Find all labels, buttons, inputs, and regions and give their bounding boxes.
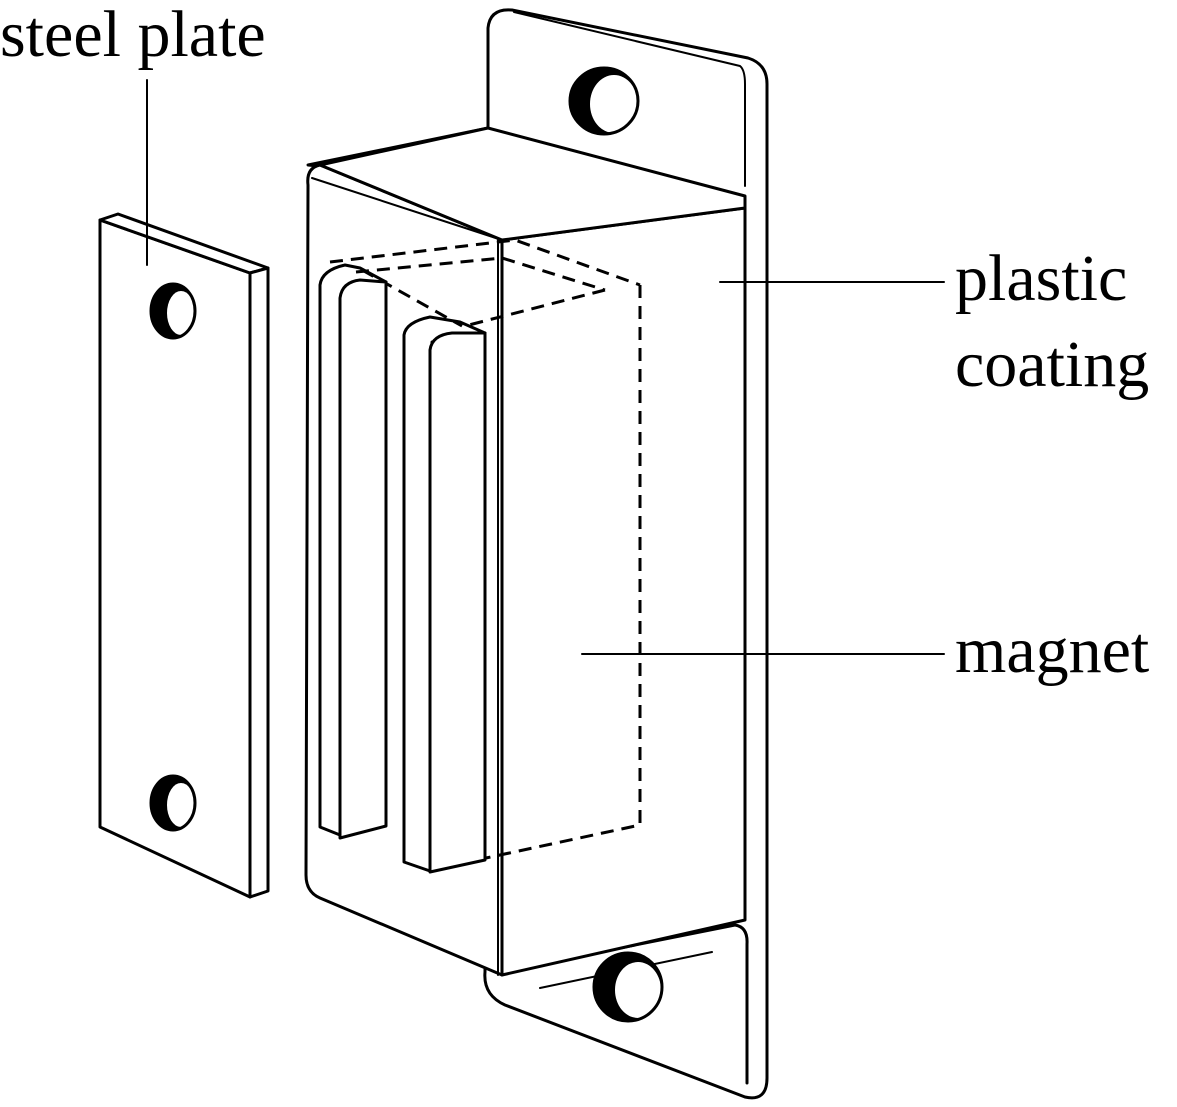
magnet-label: magnet — [955, 614, 1150, 687]
steel-plate-label: steel plate — [0, 0, 266, 71]
right-pole-piece — [402, 315, 487, 874]
left-pole-piece — [318, 263, 388, 840]
upper-mounting-hole — [568, 66, 640, 136]
magnet-body — [329, 238, 642, 860]
plastic-coating-label-line1: plastic — [955, 242, 1128, 315]
plastic-coating-label-line2: coating — [955, 328, 1150, 401]
steel-plate — [98, 212, 270, 899]
lower-mounting-hole — [592, 951, 664, 1023]
